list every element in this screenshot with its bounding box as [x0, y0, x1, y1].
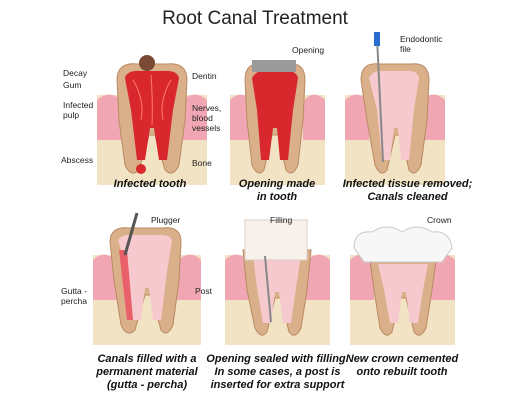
infected-tooth-illustration: [97, 55, 207, 185]
caption-infected-tooth: Infected tooth: [113, 178, 187, 190]
label-decay: Decay: [63, 68, 88, 78]
filling-post-illustration: [225, 219, 330, 345]
panel-infected-tooth: Decay Gum Infected pulp Dentin Nerves, b…: [55, 40, 225, 240]
label-infected-pulp-2: pulp: [63, 110, 80, 120]
caption-tissue-removed: Infected tissue removed; Canals cleaned: [342, 178, 473, 203]
crown-illustration: [350, 226, 455, 345]
panel-canals-filled: Plugger Gutta - percha Canals filled wit…: [55, 210, 225, 410]
label-infected-pulp: Infected: [63, 100, 94, 110]
panel-opening-sealed: Filling Post Opening sealed with filling…: [195, 210, 365, 410]
label-gum: Gum: [63, 80, 82, 90]
label-endodontic-file: Endodontic: [400, 34, 443, 44]
panel-opening-made: Opening Opening made in tooth: [200, 40, 370, 240]
label-endodontic-file-2: file: [400, 44, 411, 54]
label-nerves: Nerves,: [192, 103, 222, 113]
label-crown: Crown: [427, 215, 452, 225]
label-abscess: Abscess: [61, 155, 94, 165]
label-filling: Filling: [270, 215, 293, 225]
opening-illustration: [230, 60, 325, 185]
caption-canals-filled: Canals filled with a permanent material …: [96, 353, 198, 391]
panel-new-crown: Crown New crown cemented onto rebuilt to…: [332, 210, 502, 410]
caption-opening-sealed: Opening sealed with filling. In some cas…: [206, 353, 349, 391]
file-cleaning-illustration: [345, 32, 445, 185]
label-dentin: Dentin: [192, 71, 217, 81]
label-post: Post: [195, 286, 213, 296]
caption-new-crown: New crown cemented onto rebuilt tooth: [345, 353, 459, 378]
label-gutta-percha-2: percha: [61, 296, 87, 306]
panel-tissue-removed: Endodontic file Infected tissue removed;…: [325, 22, 495, 222]
gutta-percha-illustration: [93, 212, 201, 345]
caption-opening-made: Opening made in tooth: [238, 178, 316, 203]
diagram-title: Root Canal Treatment: [162, 8, 348, 29]
label-opening: Opening: [292, 45, 325, 55]
label-plugger: Plugger: [151, 215, 181, 225]
label-gutta-percha: Gutta -: [61, 286, 87, 296]
label-nerves-3: vessels: [192, 123, 221, 133]
label-bone: Bone: [192, 158, 212, 168]
label-nerves-2: blood: [192, 113, 213, 123]
